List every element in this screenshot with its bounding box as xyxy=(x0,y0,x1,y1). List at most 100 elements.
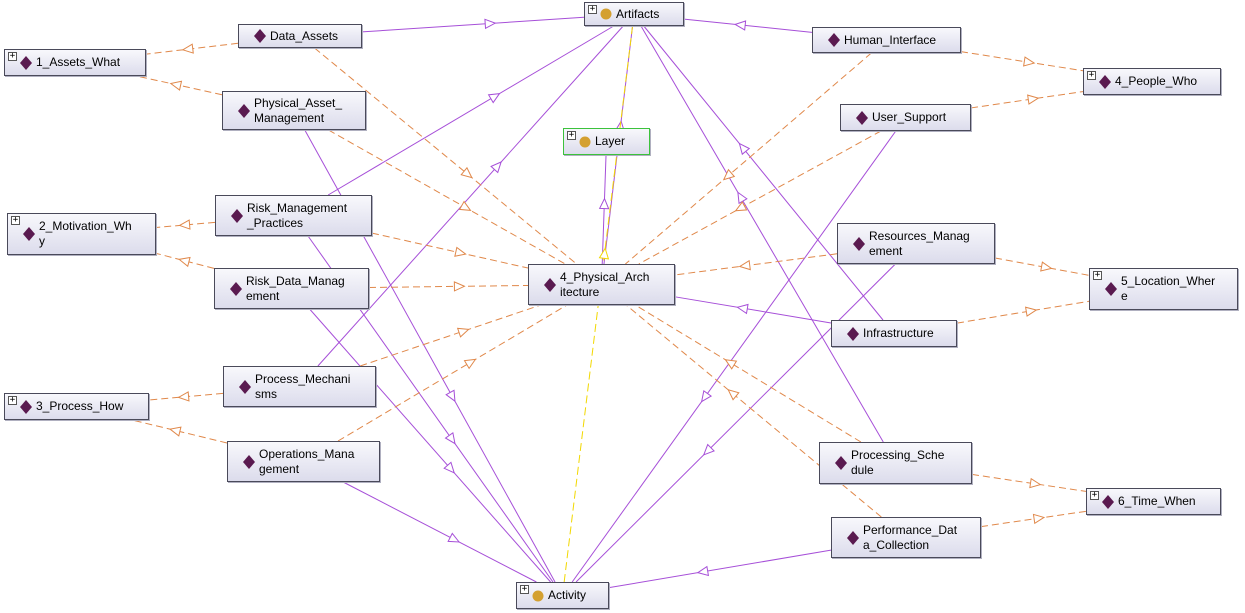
node-label: Process_Mechani sms xyxy=(255,371,351,401)
individual-icon xyxy=(853,236,865,251)
node-activity[interactable]: + Activity xyxy=(516,582,609,609)
individual-icon xyxy=(1099,74,1111,89)
node-processing-schedule[interactable]: Processing_Sche dule xyxy=(819,442,972,484)
edge-arrowhead xyxy=(443,461,455,474)
edge-property-performance_data-to-time_when xyxy=(980,510,1087,528)
node-label: 1_Assets_What xyxy=(36,55,121,69)
edge-line xyxy=(980,510,1087,528)
edge-arrowhead xyxy=(445,389,456,403)
individual-icon xyxy=(243,454,255,469)
individual-icon xyxy=(231,208,243,223)
edge-subclass-process_mechanisms-to-artifacts xyxy=(317,25,624,367)
expand-icon[interactable]: + xyxy=(520,584,529,594)
edge-property-human_interface-to-people_who xyxy=(960,51,1084,72)
node-6-time-when[interactable]: + 6_Time_When xyxy=(1086,488,1221,515)
node-1-assets-what[interactable]: + 1_Assets_What xyxy=(4,49,146,76)
edge-arrowhead xyxy=(738,142,751,156)
individual-icon xyxy=(828,33,840,47)
edge-arrowhead xyxy=(169,80,183,91)
node-performance-data-collection[interactable]: Performance_Dat a_Collection xyxy=(831,517,981,558)
edge-arrowhead xyxy=(447,532,461,543)
edge-property-processing_schedule-to-physical_architecture xyxy=(635,304,862,443)
node-infrastructure[interactable]: Infrastructure xyxy=(831,320,957,347)
edge-arrowhead xyxy=(1023,56,1036,67)
node-risk-data-management[interactable]: Risk_Data_Manag ement xyxy=(214,268,369,309)
node-label: 4_People_Who xyxy=(1115,74,1198,88)
edge-subclass-processing_schedule-to-artifacts xyxy=(640,25,884,443)
edge-line xyxy=(601,154,607,265)
edge-line xyxy=(640,25,884,443)
edge-line xyxy=(368,284,529,288)
node-operations-management[interactable]: Operations_Mana gement xyxy=(227,441,380,482)
class-icon xyxy=(579,136,591,147)
node-layer[interactable]: + Layer xyxy=(563,128,650,155)
node-4-physical-architecture[interactable]: 4_Physical_Arch itecture xyxy=(528,264,675,305)
node-physical-asset-management[interactable]: Physical_Asset_ Management xyxy=(222,91,366,130)
node-label: Resources_Manag ement xyxy=(869,228,970,258)
edge-arrowhead xyxy=(598,247,610,260)
node-human-interface[interactable]: Human_Interface xyxy=(812,27,961,53)
individual-icon xyxy=(544,277,556,292)
edge-property-processing_schedule-to-time_when xyxy=(971,473,1087,492)
expand-icon[interactable]: + xyxy=(1093,270,1102,280)
edge-arrowhead xyxy=(1040,261,1053,272)
node-label: Operations_Mana gement xyxy=(259,446,355,476)
expand-icon[interactable]: + xyxy=(567,130,576,140)
node-user-support[interactable]: User_Support xyxy=(840,104,971,131)
edge-arrowhead xyxy=(490,161,502,174)
node-resources-management[interactable]: Resources_Manag ement xyxy=(837,223,995,264)
node-label: Processing_Sche dule xyxy=(851,448,945,477)
node-label: Performance_Dat a_Collection xyxy=(863,522,958,552)
edge-property-human_interface-to-physical_architecture xyxy=(625,52,872,265)
edge-property-physical_asset_mgmt-to-assets_what xyxy=(136,75,223,96)
node-risk-management-practices[interactable]: Risk_Management _Practices xyxy=(215,195,372,236)
edge-line xyxy=(317,25,624,367)
expand-icon[interactable]: + xyxy=(1087,70,1096,80)
edge-line xyxy=(674,253,838,276)
edge-property-user_support-to-people_who xyxy=(970,91,1084,109)
edge-property-operations_mgmt-to-physical_architecture xyxy=(337,304,568,442)
edge-arrowhead xyxy=(168,426,182,437)
edge-arrowhead xyxy=(598,197,610,210)
edge-line xyxy=(360,304,541,367)
expand-icon[interactable]: + xyxy=(1090,490,1099,500)
edge-arrowhead xyxy=(1027,94,1040,105)
edge-line xyxy=(970,91,1084,109)
edge-subclass-performance_data-to-activity xyxy=(608,549,832,589)
node-data-assets[interactable]: Data_Assets xyxy=(238,24,362,48)
expand-icon[interactable]: + xyxy=(588,4,597,14)
edge-line xyxy=(309,308,551,583)
edge-subclass-resources_mgmt-to-activity xyxy=(575,263,896,583)
node-process-mechanisms[interactable]: Process_Mechani sms xyxy=(223,366,376,407)
edge-line xyxy=(337,304,568,442)
node-4-people-who[interactable]: + 4_People_Who xyxy=(1083,68,1221,95)
edge-arrowhead xyxy=(722,168,736,181)
edge-line xyxy=(155,252,215,269)
node-artifacts[interactable]: + Artifacts xyxy=(584,2,684,26)
individual-icon xyxy=(23,227,35,241)
individual-icon xyxy=(20,399,32,414)
expand-icon[interactable]: + xyxy=(8,51,17,61)
edge-arrowhead xyxy=(177,391,190,402)
edge-arrowhead xyxy=(724,359,738,370)
expand-icon[interactable]: + xyxy=(8,395,17,405)
edge-property-user_support-to-physical_architecture xyxy=(638,130,882,265)
edge-line xyxy=(674,296,832,324)
edge-arrowhead xyxy=(487,92,501,104)
edge-line xyxy=(960,51,1084,72)
edge-line xyxy=(625,52,872,265)
edge-line xyxy=(327,25,614,196)
edge-subclass-operations_mgmt-to-activity xyxy=(342,481,537,583)
node-5-location-where[interactable]: + 5_Location_Wher e xyxy=(1089,268,1238,310)
node-3-process-how[interactable]: + 3_Process_How xyxy=(4,393,149,420)
node-2-motivation-why[interactable]: + 2_Motivation_Wh y xyxy=(7,213,156,255)
edge-line xyxy=(635,304,862,443)
edge-property-data_assets-to-assets_what xyxy=(145,42,239,55)
edge-subclass-user_support-to-activity xyxy=(571,130,897,583)
edge-line xyxy=(361,16,585,33)
edge-line xyxy=(571,130,897,583)
node-label: Risk_Management _Practices xyxy=(247,200,348,230)
expand-icon[interactable]: + xyxy=(11,215,20,225)
edge-arrowhead xyxy=(444,431,456,445)
